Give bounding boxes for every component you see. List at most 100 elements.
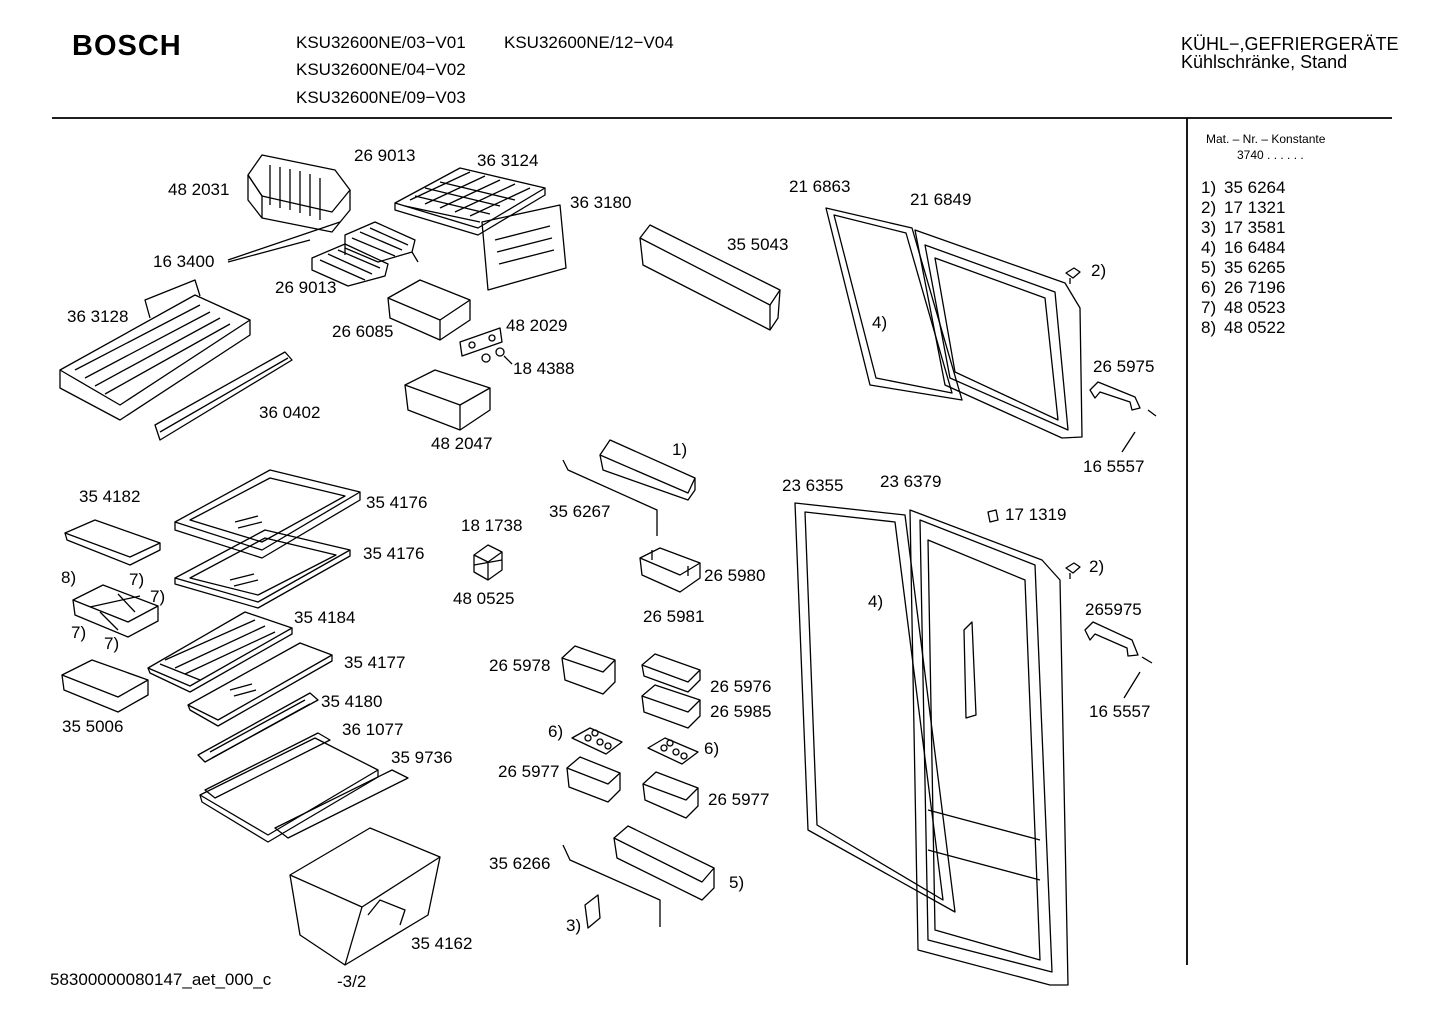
key-part-number: 35 6265: [1224, 258, 1286, 277]
reference-label: 2): [1089, 557, 1105, 576]
part-label: 35 9736: [391, 748, 453, 767]
egg-tray-1: [571, 727, 623, 755]
reference-label: 4): [872, 313, 888, 332]
reference-label: 7): [104, 634, 120, 653]
leader-line: [227, 221, 341, 261]
vegetable-crisper: [289, 827, 441, 966]
part-label: 26 5985: [710, 702, 772, 721]
door-handle-top: [1089, 381, 1157, 453]
model-number: KSU32600NE/03−V01: [296, 33, 466, 52]
part-label: 16 3400: [153, 252, 215, 271]
small-part-icon: [987, 509, 999, 523]
ice-tray-lower: [311, 243, 389, 287]
freezer-drawer: [59, 279, 251, 421]
key-part-number: 48 0522: [1224, 318, 1286, 337]
part-label: 36 3124: [477, 151, 539, 170]
fridge-door: [909, 509, 1069, 986]
clip-part: [584, 894, 601, 929]
key-row: 2)17 1321: [1201, 198, 1285, 218]
part-label: 18 1738: [461, 516, 523, 535]
part-label: 265975: [1085, 600, 1142, 619]
glass-shelf-2: [174, 529, 351, 609]
ice-tray-holder: [387, 279, 471, 341]
part-label: 26 5977: [498, 762, 560, 781]
key-part-number: 17 1321: [1224, 198, 1286, 217]
dairy-bin-2: [641, 684, 701, 729]
dairy-bin-1: [641, 653, 701, 693]
vent-strip-lower: [204, 732, 331, 799]
leader-line: [562, 459, 658, 536]
glass-strip: [274, 769, 409, 839]
part-label: 35 6266: [489, 854, 551, 873]
key-number: 1): [1201, 178, 1217, 197]
model-number: KSU32600NE/12−V04: [504, 33, 674, 52]
grid-shelf: [394, 167, 546, 236]
control-panel: [459, 327, 503, 357]
leader-line: [227, 239, 311, 263]
control-knobs: [481, 347, 513, 365]
part-label: 26 5981: [643, 607, 705, 626]
part-label: 48 2047: [431, 434, 493, 453]
door-handle-bottom: [1084, 621, 1153, 699]
door-bin-top: [639, 224, 781, 331]
freezer-door: [914, 229, 1083, 439]
constant-heading: Mat. – Nr. – Konstante: [1206, 132, 1326, 146]
brand-logo: BOSCH: [72, 30, 182, 62]
part-label: 26 5977: [708, 790, 770, 809]
part-label: 26 5975: [1093, 357, 1155, 376]
part-label: 16 5557: [1083, 457, 1145, 476]
reference-label: 7): [71, 623, 87, 642]
part-label: 36 0402: [259, 403, 321, 422]
crisper-shelf-glass: [199, 737, 379, 843]
part-label: 16 5557: [1089, 702, 1151, 721]
part-label: 21 6863: [789, 177, 851, 196]
key-number: 5): [1201, 258, 1217, 277]
key-row: 1)35 6264: [1201, 178, 1285, 198]
part-label: 48 2031: [168, 180, 230, 199]
key-row: 7) 48 0523: [1201, 298, 1285, 318]
freezer-door-gasket: [825, 207, 963, 401]
reference-key-list: 1)35 6264 2)17 1321 3)17 3581 4)16 6484 …: [1201, 178, 1285, 338]
leader-line: [562, 844, 661, 927]
key-row: 5) 35 6265: [1201, 258, 1285, 278]
key-row: 3)17 3581: [1201, 218, 1285, 238]
key-part-number: 48 0523: [1224, 298, 1286, 317]
part-label: 35 6267: [549, 502, 611, 521]
part-label: 21 6849: [910, 190, 972, 209]
freezer-box-small: [404, 369, 491, 431]
part-label: 17 1319: [1005, 505, 1067, 524]
glass-shelf-1: [174, 469, 361, 559]
constant-value: 3740 . . . . . .: [1237, 148, 1304, 162]
bottle-bin-3: [642, 771, 699, 819]
reference-label: 7): [150, 587, 166, 606]
crisper-glass: [187, 642, 333, 727]
drawer-insert-dividers: [72, 584, 159, 638]
reference-label: 3): [566, 916, 582, 935]
part-label: 48 2029: [506, 316, 568, 335]
part-label: 35 4184: [294, 608, 356, 627]
evaporator-cover-plate: [481, 204, 567, 291]
key-number: 7): [1201, 298, 1217, 317]
category-title: KÜHL−,GEFRIERGERÄTE: [1181, 34, 1399, 54]
reference-label: 6): [548, 722, 564, 741]
part-label: 26 5980: [704, 566, 766, 585]
reference-label: 5): [729, 873, 745, 892]
part-label: 35 4162: [411, 934, 473, 953]
reference-label: 7): [129, 570, 145, 589]
part-label: 35 4177: [344, 653, 406, 672]
part-label: 36 3180: [570, 193, 632, 212]
part-label: 36 3128: [67, 307, 129, 326]
key-row: 6)26 7196: [1201, 278, 1285, 298]
document-id: 58300000080147_aet_000_c: [50, 970, 272, 989]
model-number: KSU32600NE/09−V03: [296, 88, 466, 107]
part-label: 48 0525: [453, 589, 515, 608]
part-label: 26 9013: [354, 146, 416, 165]
hinge-icon: [1065, 267, 1081, 284]
cube-part: [473, 544, 503, 581]
small-drawer: [61, 659, 149, 713]
model-number: KSU32600NE/04−V02: [296, 60, 466, 79]
small-tray: [64, 519, 161, 566]
reference-label: 1): [672, 440, 688, 459]
page-number: -3/2: [337, 972, 367, 991]
